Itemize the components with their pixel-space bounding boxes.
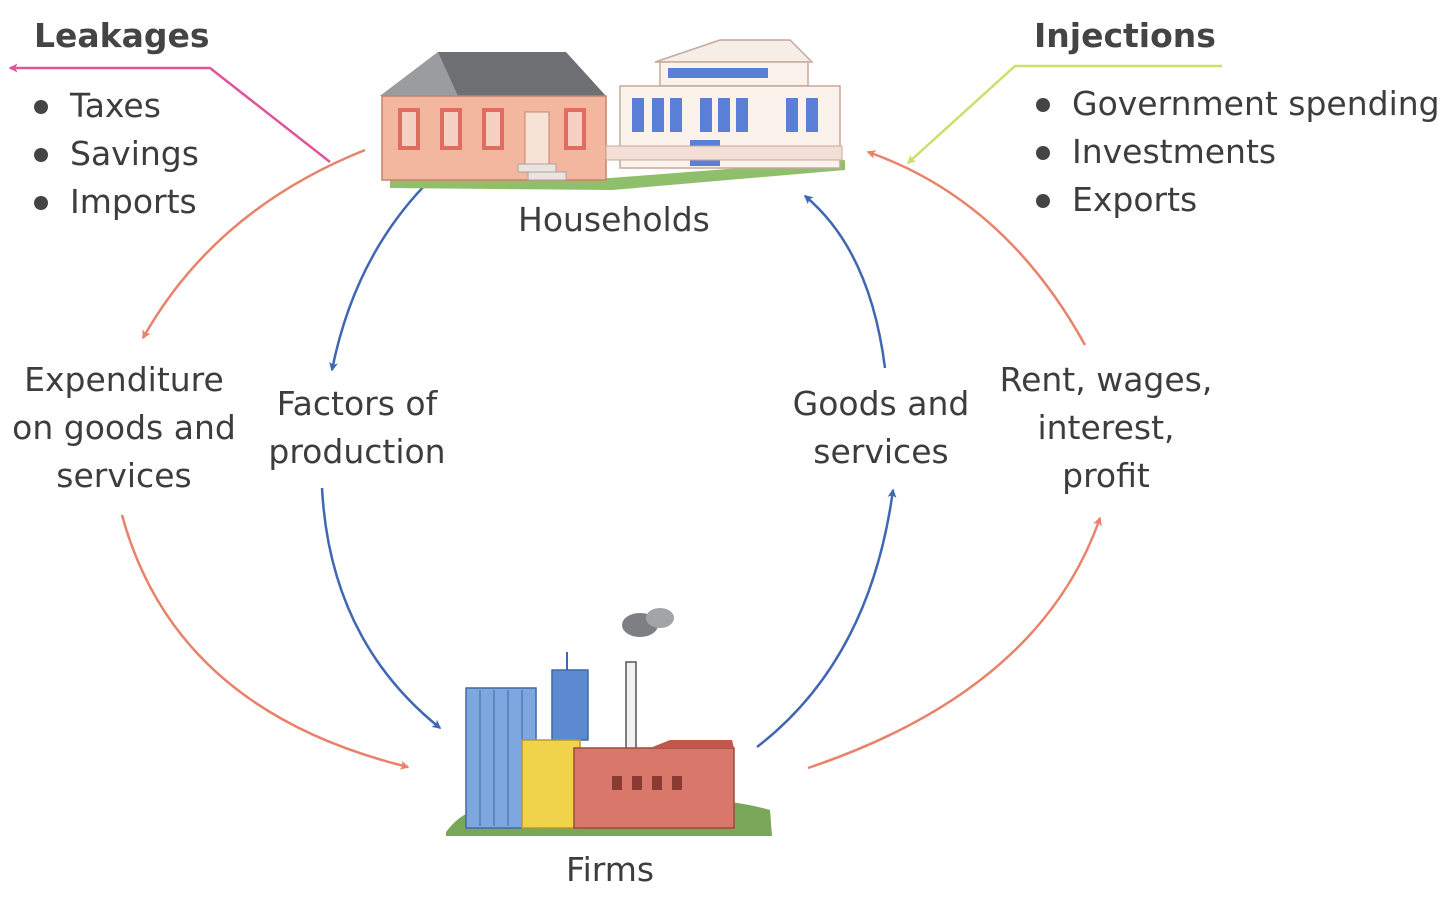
goods-arrow-bottom	[756, 488, 897, 748]
leakage-item: Savings	[32, 130, 199, 178]
factors-arrow-bottom	[320, 487, 442, 729]
leakages-list: Taxes Savings Imports	[32, 82, 199, 226]
goods-arrow-top	[803, 195, 887, 369]
firms-label: Firms	[566, 850, 655, 889]
injection-item: Investments	[1034, 128, 1440, 176]
injection-item: Government spending	[1034, 80, 1440, 128]
factors-label: Factors of production	[262, 380, 452, 476]
income-label-line: profit	[1062, 456, 1150, 495]
expenditure-arrow-top	[141, 148, 366, 340]
expenditure-label-line: services	[56, 456, 192, 495]
leakage-arrow	[8, 63, 331, 163]
firms-illustration	[446, 608, 772, 836]
factory-chimney-icon	[625, 661, 637, 763]
income-arrow-bottom	[807, 516, 1102, 770]
leakages-title: Leakages	[34, 16, 210, 55]
households-label: Households	[518, 200, 710, 239]
leakage-item: Imports	[32, 178, 199, 226]
expenditure-label-line: Expenditure	[24, 360, 224, 399]
goods-label: Goods and services	[788, 380, 974, 476]
income-label: Rent, wages, interest, profit	[996, 356, 1216, 500]
factors-label-line: Factors of	[276, 384, 438, 423]
income-arrow-top	[866, 150, 1087, 346]
expenditure-label: Expenditure on goods and services	[12, 356, 236, 500]
injection-arrow	[906, 64, 1222, 165]
house-icon	[380, 52, 607, 181]
injection-item: Exports	[1034, 176, 1440, 224]
income-label-line: interest,	[1037, 408, 1175, 447]
factors-arrow-top	[329, 179, 431, 372]
households-illustration	[380, 39, 845, 190]
injections-list: Government spending Investments Exports	[1034, 80, 1440, 224]
expenditure-label-line: on goods and	[12, 408, 236, 447]
income-label-line: Rent, wages,	[999, 360, 1213, 399]
injections-title: Injections	[1034, 16, 1216, 55]
goods-label-line: Goods and	[792, 384, 970, 423]
public-building-icon	[605, 39, 843, 169]
leakage-item: Taxes	[32, 82, 199, 130]
factors-label-line: production	[268, 432, 446, 471]
expenditure-arrow-bottom	[120, 514, 410, 770]
goods-label-line: services	[813, 432, 949, 471]
